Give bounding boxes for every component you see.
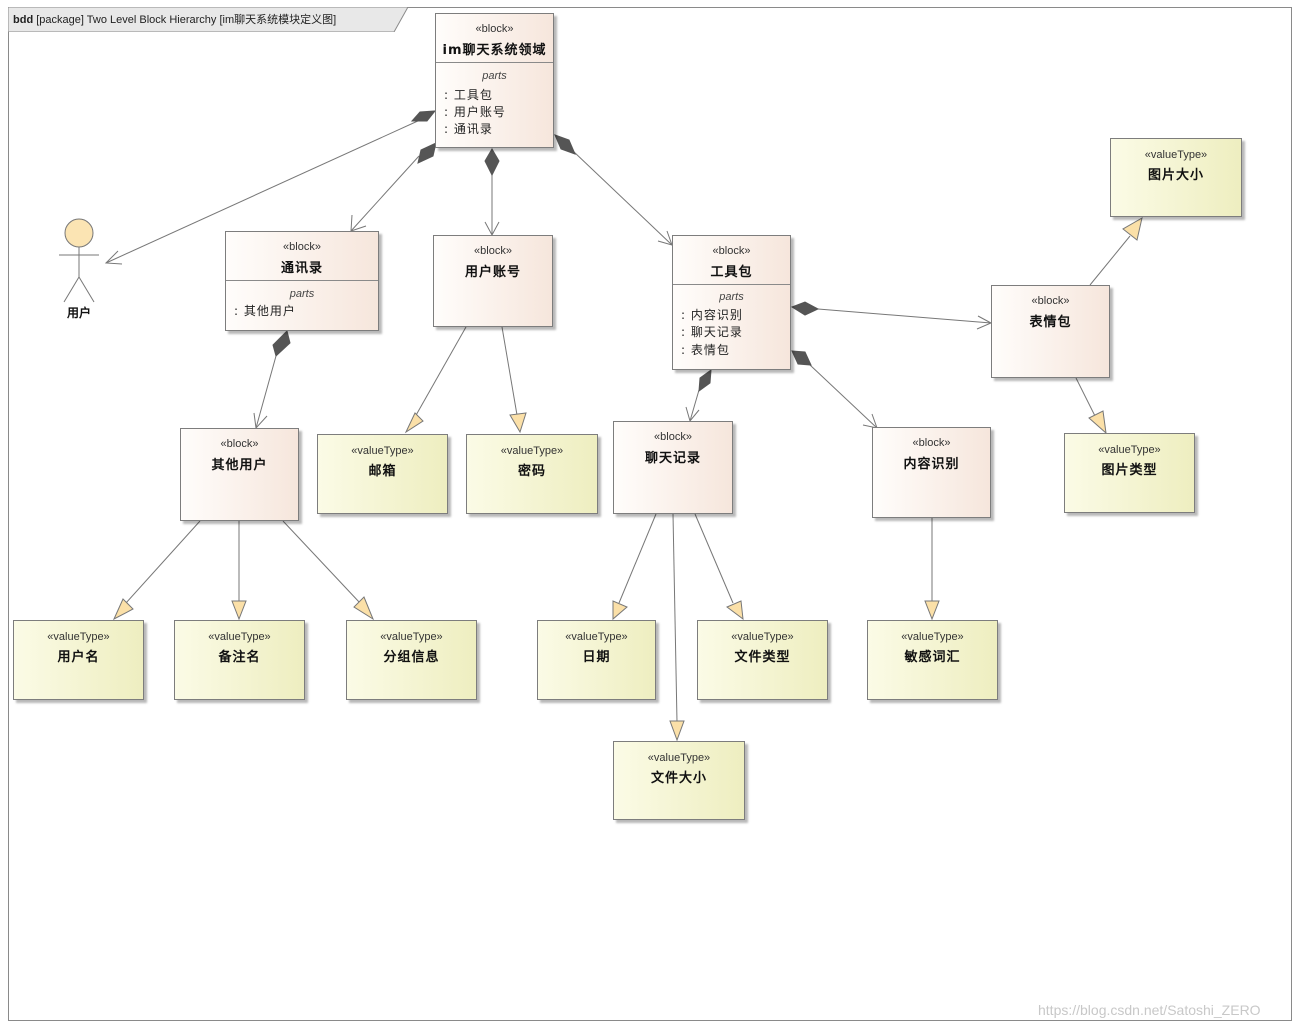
block-name: 其他用户 bbox=[211, 458, 268, 473]
stereotype: «valueType» bbox=[500, 445, 564, 457]
part-item: : 用户账号 bbox=[444, 105, 506, 119]
valuetype-name: 图片大小 bbox=[1147, 168, 1204, 183]
valuetype-name: 邮箱 bbox=[368, 464, 397, 479]
valuetype-group-info[interactable]: «valueType» 分组信息 bbox=[346, 620, 477, 700]
parts-title: parts bbox=[289, 288, 315, 300]
block-name: 用户账号 bbox=[464, 265, 521, 280]
actor-user-label: 用户 bbox=[66, 306, 91, 320]
stereotype: «valueType» bbox=[1098, 444, 1161, 456]
stereotype: «block» bbox=[475, 23, 514, 35]
stereotype: «valueType» bbox=[208, 631, 271, 643]
stereotype: «valueType» bbox=[1144, 149, 1208, 161]
block-chat-log[interactable]: «block» 聊天记录 bbox=[613, 421, 733, 514]
frame-tab bbox=[8, 7, 408, 32]
stereotype: «valueType» bbox=[731, 631, 794, 643]
valuetype-username[interactable]: «valueType» 用户名 bbox=[13, 620, 144, 700]
stereotype: «block» bbox=[712, 245, 751, 257]
block-user-account[interactable]: «block» 用户账号 bbox=[433, 235, 553, 327]
block-name: 内容识别 bbox=[903, 457, 960, 472]
valuetype-password[interactable]: «valueType» 密码 bbox=[466, 434, 598, 514]
compartment-divider bbox=[673, 284, 790, 285]
block-im-chat-system[interactable]: «block» im聊天系统领域 parts : 工具包 : 用户账号 : 通讯… bbox=[435, 13, 554, 148]
part-item: : 通讯录 bbox=[444, 122, 493, 136]
compartment-divider bbox=[436, 62, 553, 63]
part-item: : 其他用户 bbox=[234, 304, 296, 318]
valuetype-name: 文件大小 bbox=[650, 771, 707, 786]
valuetype-name: 文件类型 bbox=[734, 650, 791, 665]
block-emoji-pack[interactable]: «block» 表情包 bbox=[991, 285, 1110, 378]
stereotype: «valueType» bbox=[647, 752, 711, 764]
part-item: : 内容识别 bbox=[681, 308, 743, 322]
valuetype-name: 敏感词汇 bbox=[904, 650, 961, 665]
valuetype-sensitive-words[interactable]: «valueType» 敏感词汇 bbox=[867, 620, 998, 700]
part-item: : 聊天记录 bbox=[681, 325, 743, 339]
valuetype-name: 分组信息 bbox=[383, 650, 440, 665]
valuetype-file-type[interactable]: «valueType» 文件类型 bbox=[697, 620, 828, 700]
block-other-users[interactable]: «block» 其他用户 bbox=[180, 428, 299, 521]
stereotype: «valueType» bbox=[47, 631, 110, 643]
block-name: 通讯录 bbox=[280, 261, 323, 276]
stereotype: «block» bbox=[1031, 295, 1070, 307]
stereotype: «block» bbox=[283, 241, 321, 253]
frame-label: [package] Two Level Block Hierarchy [im聊… bbox=[36, 14, 337, 26]
parts-title: parts bbox=[719, 291, 744, 303]
valuetype-file-size[interactable]: «valueType» 文件大小 bbox=[613, 741, 745, 820]
frame-title: bdd [package] Two Level Block Hierarchy … bbox=[13, 11, 336, 27]
valuetype-date[interactable]: «valueType» 日期 bbox=[537, 620, 656, 700]
frame-kind: bdd bbox=[13, 14, 34, 26]
block-name: im聊天系统领域 bbox=[442, 43, 547, 58]
valuetype-image-type[interactable]: «valueType» 图片类型 bbox=[1064, 433, 1195, 513]
parts-title: parts bbox=[482, 70, 507, 82]
block-contacts[interactable]: «block» 通讯录 parts : 其他用户 bbox=[225, 231, 379, 331]
stereotype: «block» bbox=[220, 438, 259, 450]
block-content-recognition[interactable]: «block» 内容识别 bbox=[872, 427, 991, 518]
stereotype: «block» bbox=[654, 431, 692, 443]
block-name: 聊天记录 bbox=[644, 451, 701, 466]
stereotype: «block» bbox=[912, 437, 951, 449]
valuetype-name: 日期 bbox=[582, 650, 611, 665]
diagram-frame bbox=[8, 7, 1292, 1021]
valuetype-name: 密码 bbox=[517, 464, 546, 479]
stereotype: «block» bbox=[474, 245, 512, 257]
actor-user-icon[interactable] bbox=[55, 217, 103, 305]
stereotype: «valueType» bbox=[901, 631, 964, 643]
stereotype: «valueType» bbox=[351, 445, 414, 457]
compartment-divider bbox=[226, 280, 378, 281]
block-toolkit[interactable]: «block» 工具包 parts : 内容识别 : 聊天记录 : 表情包 bbox=[672, 235, 791, 370]
part-item: : 表情包 bbox=[681, 343, 730, 357]
valuetype-name: 图片类型 bbox=[1101, 463, 1158, 478]
stereotype: «valueType» bbox=[380, 631, 443, 643]
part-item: : 工具包 bbox=[444, 88, 493, 102]
valuetype-name: 备注名 bbox=[218, 650, 261, 665]
block-name: 表情包 bbox=[1029, 315, 1072, 330]
stereotype: «valueType» bbox=[565, 631, 628, 643]
valuetype-email[interactable]: «valueType» 邮箱 bbox=[317, 434, 448, 514]
valuetype-remark-name[interactable]: «valueType» 备注名 bbox=[174, 620, 305, 700]
valuetype-name: 用户名 bbox=[57, 650, 100, 665]
block-name: 工具包 bbox=[710, 265, 753, 280]
watermark: https://blog.csdn.net/Satoshi_ZERO bbox=[1038, 1002, 1261, 1018]
valuetype-image-size[interactable]: «valueType» 图片大小 bbox=[1110, 138, 1242, 217]
